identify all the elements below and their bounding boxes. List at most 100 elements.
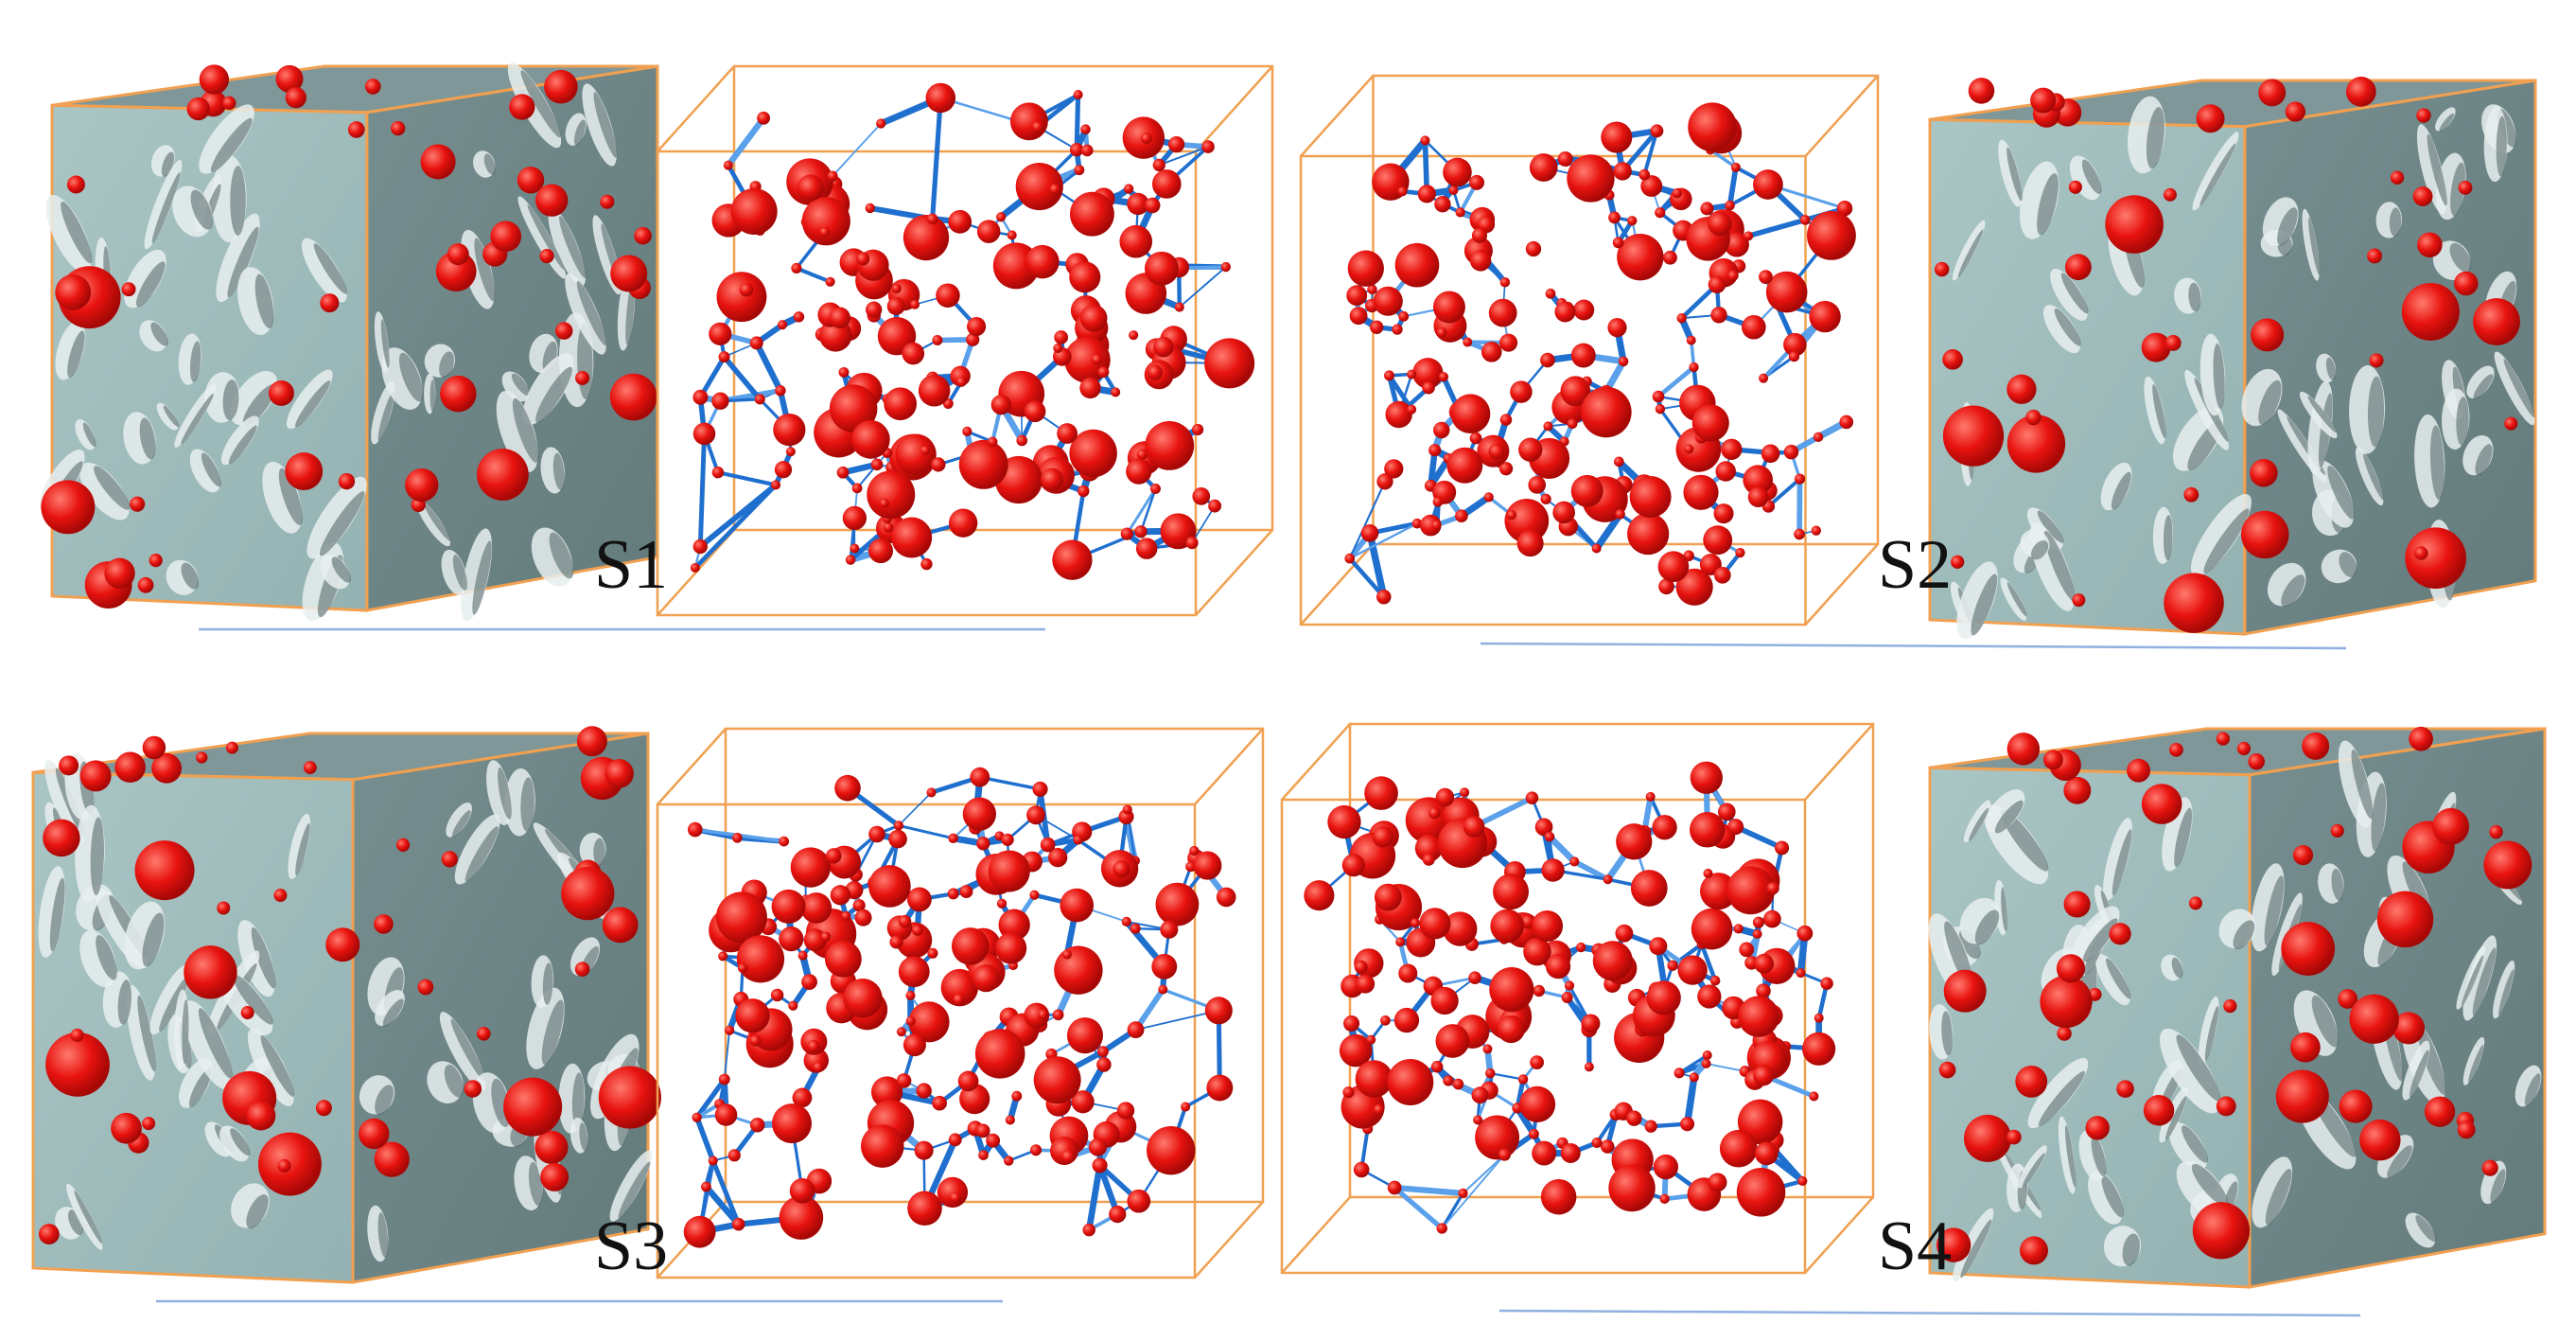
pore-cavity (371, 380, 395, 445)
pore-node (1147, 1125, 1196, 1175)
pore-shadow (189, 341, 202, 382)
pore-node (907, 1191, 942, 1226)
pore-node (754, 394, 765, 405)
pore-sphere (38, 1224, 60, 1244)
pore-sphere (2015, 1065, 2048, 1098)
pore-shadow (159, 976, 189, 1032)
pore-sphere (2339, 1089, 2373, 1123)
pore-node (1715, 461, 1736, 482)
pore-node (1809, 1091, 1819, 1102)
pore-cavity (44, 759, 85, 845)
pore-shadow (2339, 552, 2357, 578)
pore-sphere (70, 1028, 84, 1042)
pore-sphere (273, 889, 288, 903)
pore-node (1455, 207, 1465, 218)
pore-shadow (137, 995, 156, 1072)
pore-node (908, 1001, 950, 1043)
pore-node (711, 466, 725, 479)
throat (1462, 1154, 1506, 1194)
pore-shadow (520, 777, 534, 832)
pore-cavity (2159, 1086, 2188, 1143)
pore-cavity (2376, 1135, 2414, 1178)
pore-node (1581, 386, 1632, 438)
pore-shadow (573, 119, 587, 146)
pore-node (1450, 394, 1491, 434)
pore-node (1398, 963, 1418, 983)
pore-sphere (539, 249, 554, 264)
pore-cavity (2168, 1121, 2208, 1171)
pore-shadow (2387, 1145, 2412, 1179)
pore-shadow (2176, 1034, 2221, 1102)
pore-node (1468, 971, 1481, 984)
pore-sphere (417, 979, 434, 996)
pore-node (957, 1070, 979, 1092)
pore-node (1360, 524, 1379, 542)
network-box-front (1299, 154, 1807, 626)
pore-sphere (2169, 742, 2183, 757)
pore-node (1640, 175, 1663, 198)
cube-top-face (33, 733, 648, 780)
pore-node (851, 483, 863, 494)
throat (1348, 522, 1419, 560)
solid-cube-4 (1928, 726, 2547, 1289)
pore-node (1469, 174, 1485, 190)
pore-shadow (2199, 143, 2236, 206)
pore-node (870, 1076, 903, 1108)
pore-node (1134, 525, 1148, 538)
pore-node (1436, 327, 1447, 338)
pore-cavity (2100, 462, 2132, 511)
pore-sphere (490, 221, 522, 253)
pore-node (1541, 858, 1565, 882)
pore-shadow (2409, 1050, 2429, 1098)
pore-sphere (2164, 573, 2224, 633)
pore-node (1073, 90, 1083, 100)
pore-node (1009, 102, 1048, 141)
pore-node (1754, 1141, 1779, 1166)
pore-sphere (142, 735, 166, 760)
pore-node (1189, 845, 1200, 856)
pore-node (1026, 805, 1045, 825)
pore-node (1016, 434, 1028, 447)
pore-node (1135, 538, 1158, 559)
pore-node (1531, 909, 1564, 943)
network-box-edge (1195, 65, 1273, 152)
pore-node (771, 480, 781, 490)
throat (1709, 148, 1738, 169)
pore-node (1374, 883, 1402, 911)
pore-shadow (512, 397, 539, 464)
pore-node (1419, 514, 1442, 537)
pore-sphere (517, 167, 545, 194)
pore-node (716, 272, 767, 323)
sample-label-s3: S3 (594, 1208, 669, 1285)
pore-sphere (600, 194, 615, 209)
pore-shadow (549, 532, 574, 579)
pore-node (1140, 132, 1152, 144)
pore-sphere (609, 373, 657, 421)
pore-node (709, 322, 732, 345)
pore-node (1674, 1068, 1685, 1079)
pore-node (1078, 485, 1090, 498)
pore-node (1052, 1009, 1064, 1021)
pore-shadow (230, 1128, 251, 1156)
pore-node (1743, 465, 1774, 496)
pore-node (736, 935, 785, 983)
pore-node (1370, 320, 1384, 334)
network-box-edge (1281, 723, 1351, 801)
pore-node (1813, 432, 1824, 443)
pore-sphere (2405, 527, 2467, 590)
pore-node (1038, 1009, 1048, 1020)
pore-shadow (444, 1064, 464, 1098)
pore-sphere (41, 480, 96, 535)
pore-node (1686, 335, 1696, 345)
pore-shadow (2006, 582, 2027, 617)
pore-node (841, 910, 851, 921)
pore-node (1417, 185, 1436, 203)
pore-node (1053, 343, 1063, 354)
pore-node (1060, 1149, 1076, 1164)
sample-label-s2: S2 (1878, 526, 1953, 604)
throat (1571, 858, 1611, 883)
pore-cavity (2405, 1212, 2436, 1248)
pore-sphere (561, 867, 615, 921)
pore-node (1007, 230, 1017, 240)
throat (1125, 486, 1157, 536)
